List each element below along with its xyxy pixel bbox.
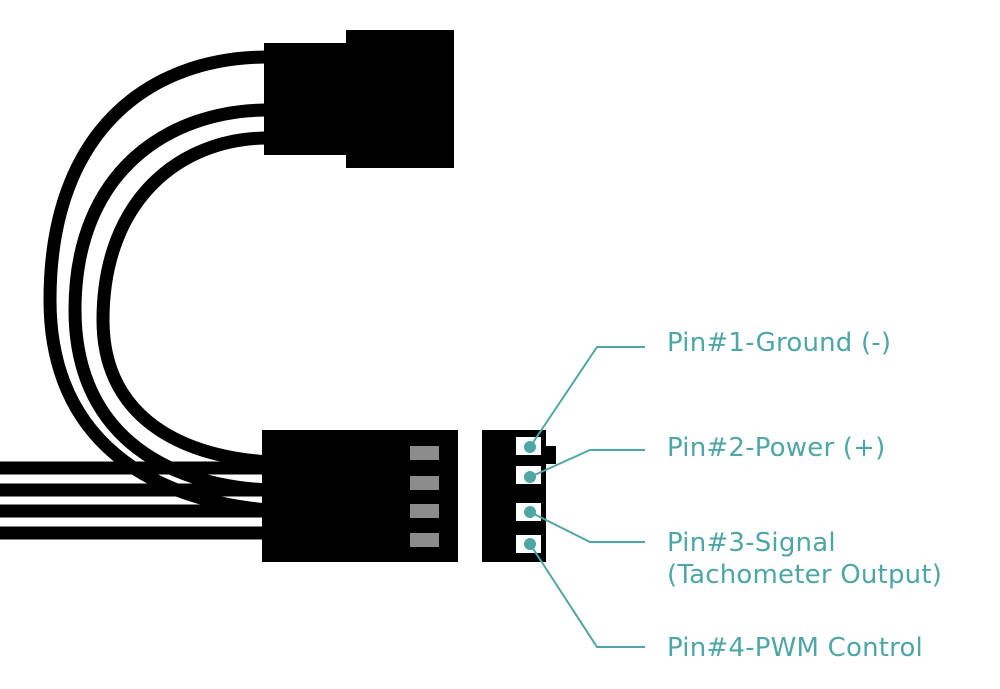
pin-dot-4: [524, 538, 536, 550]
pin2-label: Pin#2-Power (+): [667, 432, 885, 464]
female-pin-slot-1: [410, 446, 439, 460]
cable-loop: [43, 50, 269, 517]
pin-dot-3: [524, 506, 536, 518]
leader-lines: [529, 346, 645, 648]
female-pin-slot-4: [410, 533, 439, 547]
pin2-label-text: Pin#2-Power (+): [667, 433, 886, 463]
female-pin-slot-3: [410, 504, 439, 518]
cable-wire-inner: [96, 131, 269, 469]
cable-wire-outer: [43, 50, 269, 517]
header-connector-key: [544, 446, 556, 464]
leader-line-pin3: [529, 511, 645, 543]
female-pin-slot-2: [410, 476, 439, 490]
pin4-label: Pin#4-PWM Control: [667, 632, 923, 664]
top-connector-head: [346, 30, 454, 168]
pin-dots: [524, 441, 536, 550]
straight-wires: [0, 461, 268, 540]
leader-line-pin2: [529, 449, 645, 478]
pin3-label: Pin#3-Signal (Tachometer Output): [667, 527, 942, 591]
pin3-label-text: Pin#3-Signal: [667, 528, 836, 558]
pin-dot-2: [524, 471, 536, 483]
pin4-label-text: Pin#4-PWM Control: [667, 633, 923, 663]
female-connector: [262, 430, 458, 562]
pin3-label-text-line2: (Tachometer Output): [667, 560, 943, 590]
pin1-label: Pin#1-Ground (-): [667, 327, 891, 359]
top-connector: [264, 30, 454, 168]
pin1-label-text: Pin#1-Ground (-): [667, 328, 892, 358]
leader-line-pin4: [529, 543, 645, 648]
header-connector: [482, 430, 556, 562]
pin-dot-1: [524, 441, 536, 453]
leader-line-pin1: [529, 346, 645, 448]
